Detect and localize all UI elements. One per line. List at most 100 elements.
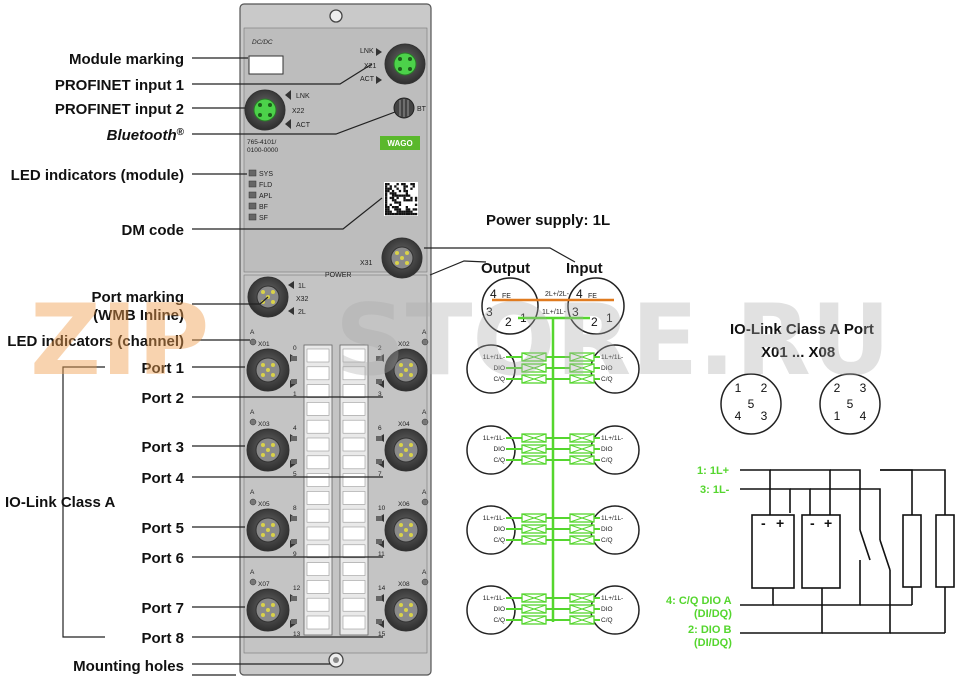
port-led-a [249, 418, 257, 426]
port-pin [271, 453, 275, 457]
port-pin [261, 453, 265, 457]
dm-code-cell [398, 189, 402, 193]
fuse-cross [569, 444, 595, 454]
port-pin [409, 523, 413, 527]
dm-code-cell [403, 189, 406, 193]
port-channel-top: 8 [293, 505, 297, 512]
module-led-apl [248, 191, 257, 199]
fuse-cross [569, 352, 595, 362]
dm-code-cell [403, 196, 406, 200]
dm-code-cell [396, 206, 399, 209]
x32-1l-label: 1L [298, 283, 306, 290]
dm-code-cell [412, 208, 415, 211]
dm-code-cell [396, 212, 399, 216]
iolink-row-label: DIO [601, 446, 613, 453]
dm-code-cell [394, 206, 397, 209]
port-arrows [290, 594, 296, 628]
dm-code-cell [405, 212, 408, 216]
iolink-row-label: DIO [493, 365, 505, 372]
port-arrows [290, 514, 296, 548]
port-pin [409, 443, 413, 447]
iolink-row-label: 1L+/1L- [483, 515, 505, 522]
marking-slot [306, 437, 330, 452]
port-led-top [291, 356, 297, 361]
port-led-bottom [376, 379, 382, 384]
port-channel-bottom: 15 [378, 631, 386, 638]
dm-code-cell [389, 212, 392, 216]
dm-code-cell [396, 194, 399, 197]
dm-code-cell [394, 212, 397, 216]
port-id-x02: X02 [398, 341, 410, 348]
port-pin [266, 368, 270, 372]
marking-slot [306, 348, 330, 363]
marking-slot [342, 615, 366, 630]
iolink-row-label: DIO [601, 526, 613, 533]
port-pin [271, 613, 275, 617]
output-label: Output [481, 260, 530, 277]
dm-code-cell [405, 206, 408, 209]
dm-code-cell [405, 192, 408, 195]
iolink-row-label: C/Q [493, 457, 505, 464]
module-led-label-apl: APL [259, 193, 272, 200]
marking-slot [342, 348, 366, 363]
dm-code-cell [385, 196, 388, 200]
port-pin [261, 373, 265, 377]
dm-code-cell [403, 185, 406, 188]
power-pin-3: 3 [486, 305, 493, 319]
dm-code-cell [414, 208, 418, 211]
dm-code-cell [389, 192, 392, 195]
dm-code-cell [385, 212, 388, 216]
x21-label: X21 [364, 63, 377, 70]
port-channel-top: 4 [293, 425, 297, 432]
port-pin [271, 363, 275, 367]
fuse-cross [521, 433, 547, 443]
callout-module-marking: Module marking [69, 51, 184, 68]
dm-code-cell [405, 199, 408, 202]
pinout-pin-4: 4 [735, 409, 742, 423]
dm-code-cell [405, 210, 408, 213]
fuse-cross [521, 615, 547, 625]
dm-code-cell [414, 212, 418, 216]
power-pin-3: 3 [572, 305, 579, 319]
pinout-pin-3: 3 [761, 409, 768, 423]
dm-code-cell [385, 194, 388, 197]
iolink-row-label: C/Q [493, 617, 505, 624]
dm-code-cell [401, 212, 404, 216]
x31-label: X31 [360, 260, 373, 267]
marking-slot [342, 402, 366, 416]
marking-slot [306, 508, 330, 523]
pinout-pin-5: 5 [748, 397, 755, 411]
callout-profinet1: PROFINET input 1 [55, 77, 184, 94]
dm-code-cell [410, 187, 413, 190]
dm-code-cell [387, 210, 390, 213]
iolink-row-label: C/Q [493, 537, 505, 544]
iolink-row-label: C/Q [601, 537, 613, 544]
port-pin [399, 373, 403, 377]
iolink-port-title: IO-Link Class A Port [730, 321, 874, 338]
pinout-pin-3: 3 [860, 381, 867, 395]
port-led-a [249, 498, 257, 506]
port-pin [271, 533, 275, 537]
iolink-row-label: C/Q [601, 376, 613, 383]
iolink-row-label: 1L+/1L- [483, 354, 505, 361]
callout-port5: Port 5 [141, 520, 184, 537]
dm-code-cell [385, 192, 388, 195]
dm-code [384, 182, 418, 216]
port-led-top [376, 356, 382, 361]
marking-slot [342, 455, 366, 470]
dm-code-cell [403, 194, 406, 197]
port-led-top [376, 596, 382, 601]
power-connector-input [567, 277, 625, 335]
callout-port-marking-2: (WMB Inline) [93, 307, 184, 324]
dm-code-cell [405, 189, 408, 193]
x21-lnk-label: LNK [360, 48, 374, 55]
port-led-a [421, 418, 429, 426]
pinout-pin-1: 1 [834, 409, 841, 423]
port-pin [261, 533, 265, 537]
module-led-label-bf: BF [259, 204, 268, 211]
dm-code-cell [391, 206, 395, 209]
port-id-x01: X01 [258, 341, 270, 348]
module-led-label-fld: FLD [259, 182, 272, 189]
port-led-a [421, 578, 429, 586]
port-led-bottom [291, 379, 297, 384]
